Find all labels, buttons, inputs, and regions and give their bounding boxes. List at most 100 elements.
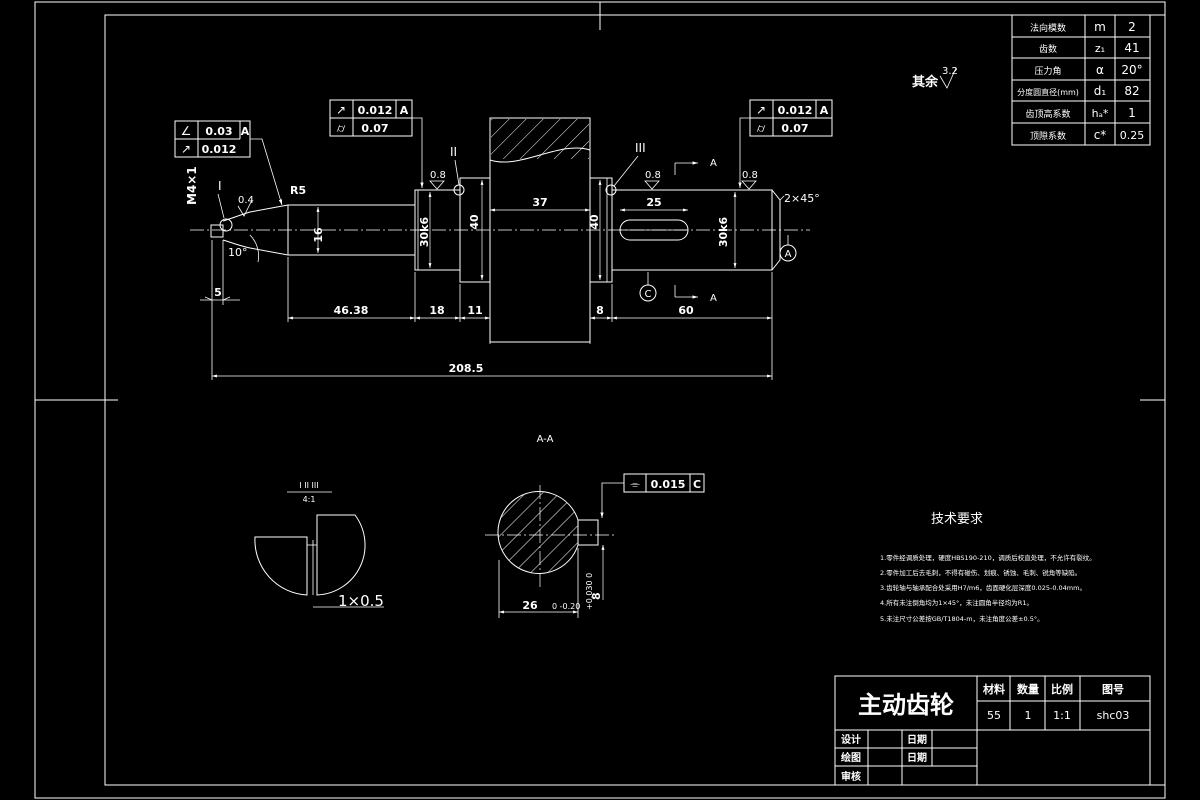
param-symbol: z₁ — [1095, 42, 1105, 55]
param-name: 顶隙系数 — [1030, 130, 1066, 142]
section-a-a: A-A ⌯ 0.015 C 26 0 -0.20 8 +0.030 0 — [485, 434, 705, 618]
svg-text:5: 5 — [214, 286, 222, 299]
svg-text:0.012: 0.012 — [358, 104, 393, 117]
svg-text:18: 18 — [429, 304, 444, 317]
scale-value: 1:1 — [1053, 709, 1071, 722]
svg-text:绘图: 绘图 — [841, 751, 861, 764]
param-name: 分度圆直径(mm) — [1017, 87, 1079, 97]
roughness-04: 0.4 — [238, 195, 254, 206]
title-block: 主动齿轮 材料 数量 比例 图号 55 1 1:1 shc03 设计 日期 绘图… — [834, 675, 1151, 786]
svg-text:审核: 审核 — [841, 770, 861, 783]
detail-mark-3: III — [635, 141, 646, 155]
svg-text:↗: ↗ — [181, 142, 191, 156]
svg-text:+0.030 0: +0.030 0 — [585, 573, 594, 610]
param-symbol: hₐ* — [1092, 107, 1109, 120]
svg-text:8: 8 — [596, 304, 604, 317]
svg-text:46.38: 46.38 — [334, 304, 369, 317]
svg-text:∠: ∠ — [181, 124, 192, 138]
radius-label: R5 — [290, 184, 306, 197]
svg-text:A: A — [400, 104, 409, 117]
detail-view: I II III 4:1 1×0.5 — [254, 481, 384, 610]
svg-text:⌯: ⌯ — [630, 477, 640, 491]
param-name: 压力角 — [1034, 65, 1061, 77]
gear-tooth-hatch — [491, 119, 589, 159]
material-value: 55 — [987, 709, 1001, 722]
svg-text:A: A — [785, 249, 792, 260]
drawing-frame — [34, 1, 1166, 799]
roughness-08b: 0.8 — [645, 170, 661, 181]
tech-req-item: 1.零件经调质处理，硬度HBS190-210，调质后校直处理，不允许有裂纹。 — [880, 553, 1096, 562]
part-name: 主动齿轮 — [858, 691, 954, 719]
svg-text:0 -0.20: 0 -0.20 — [552, 602, 580, 611]
svg-text:日期: 日期 — [907, 751, 927, 764]
roughness-08a: 0.8 — [430, 170, 446, 181]
param-value: 0.25 — [1120, 129, 1145, 142]
param-value: 1 — [1128, 106, 1136, 120]
param-value: 2 — [1128, 20, 1136, 34]
tech-req-item: 2.零件加工后去毛刺，不得有碰伤、划痕、锈蚀、毛刺、锐角等缺陷。 — [880, 568, 1081, 577]
svg-text:25: 25 — [646, 196, 661, 209]
svg-text:16: 16 — [312, 227, 325, 243]
detail-mark-2: II — [450, 145, 457, 159]
svg-text:26: 26 — [522, 599, 538, 612]
section-title: A-A — [537, 434, 554, 445]
param-symbol: α — [1096, 63, 1104, 77]
svg-text:C: C — [693, 478, 701, 491]
svg-text:其余: 其余 — [912, 74, 939, 90]
dimensions: 16 30k6 40 40 30k6 37 25 5 46.38 18 — [200, 180, 773, 380]
tolerance-frame-right: ↗ 0.012 A ⌭ 0.07 — [738, 99, 833, 188]
svg-text:A: A — [710, 293, 717, 304]
param-value: 41 — [1124, 41, 1139, 55]
svg-text:0.012: 0.012 — [778, 104, 813, 117]
param-value: 82 — [1124, 84, 1139, 98]
param-symbol: m — [1094, 20, 1106, 34]
svg-text:↗: ↗ — [756, 103, 766, 117]
svg-text:11: 11 — [467, 304, 482, 317]
svg-text:A: A — [710, 158, 717, 169]
svg-text:40: 40 — [468, 214, 481, 230]
gear-params-table: 法向模数 m 2 齿数 z₁ 41 压力角 α 20° 分度圆直径(mm) d₁… — [1011, 14, 1151, 146]
svg-text:0.07: 0.07 — [361, 122, 388, 135]
angle-label: 10° — [228, 246, 248, 259]
svg-text:37: 37 — [532, 196, 547, 209]
svg-text:208.5: 208.5 — [449, 362, 484, 375]
param-symbol: c* — [1094, 128, 1107, 142]
svg-text:40: 40 — [588, 214, 601, 230]
quantity-value: 1 — [1025, 709, 1032, 722]
shaft-main-view — [210, 117, 781, 343]
tech-req-title: 技术要求 — [931, 512, 983, 527]
svg-text:0.012: 0.012 — [202, 143, 237, 156]
svg-text:8: 8 — [590, 592, 603, 600]
param-name: 齿数 — [1039, 43, 1057, 55]
tolerance-frame-left: ∠ 0.03 A ↗ 0.012 — [174, 120, 283, 206]
svg-text:0.015: 0.015 — [651, 478, 686, 491]
feature-labels: M4×1 I II III R5 0.4 0.8 0.8 0.8 10° 2×4… — [185, 141, 820, 304]
svg-text:60: 60 — [678, 304, 694, 317]
thread-label: M4×1 — [185, 166, 199, 205]
param-symbol: d₁ — [1094, 84, 1107, 98]
svg-text:日期: 日期 — [907, 733, 927, 746]
svg-text:30k6: 30k6 — [717, 217, 730, 248]
roughness-08c: 0.8 — [742, 170, 758, 181]
detail-title: I II III — [299, 481, 318, 490]
svg-text:数量: 数量 — [1017, 682, 1039, 696]
svg-text:C: C — [645, 289, 652, 300]
svg-text:⌭: ⌭ — [757, 121, 766, 135]
param-name: 法向模数 — [1030, 22, 1066, 34]
svg-text:0.07: 0.07 — [781, 122, 808, 135]
surface-roughness-other: 其余 3.2 — [912, 66, 958, 90]
tolerance-frame-mid: ↗ 0.012 A ⌭ 0.07 — [329, 99, 424, 188]
detail-mark-1: I — [218, 179, 222, 193]
svg-text:30k6: 30k6 — [418, 217, 431, 248]
svg-text:比例: 比例 — [1051, 682, 1073, 696]
param-name: 齿顶高系数 — [1025, 108, 1070, 120]
tech-req-item: 4.所有未注倒角均为1×45°，未注圆角半径均为R1。 — [880, 598, 1033, 607]
svg-text:⌭: ⌭ — [337, 121, 346, 135]
detail-chamfer: 1×0.5 — [338, 592, 384, 610]
svg-text:3.2: 3.2 — [942, 66, 958, 77]
svg-text:A: A — [820, 104, 829, 117]
chamfer-label: 2×45° — [784, 192, 820, 205]
technical-requirements: 技术要求 1.零件经调质处理，硬度HBS190-210，调质后校直处理，不允许有… — [880, 512, 1096, 623]
tech-req-item: 3.齿轮轴与轴承配合处采用H7/m6，齿面硬化层深度0.025-0.04mm。 — [880, 583, 1086, 592]
